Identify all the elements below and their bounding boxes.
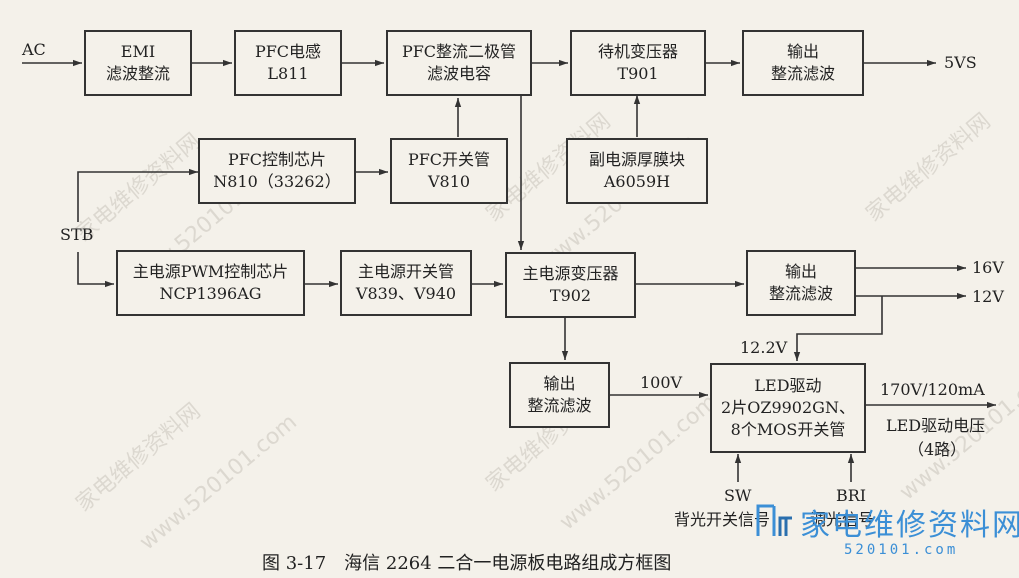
label-sw: SW [724,486,752,505]
block-pfc-rectifier-line2: 滤波电容 [426,64,491,83]
block-pfc-control-chip-line2: N810（33262） [213,172,341,191]
logo-url: 520101.com [844,542,959,558]
block-output-rectifier-top-line1: 输出 [786,42,819,61]
line-stb-pfcchip [77,168,198,222]
block-pfc-control-chip: PFC控制芯片 N810（33262） [198,138,356,204]
block-main-switch: 主电源开关管 V839、V940 [340,250,472,316]
label-sw-description: 背光开关信号 [674,510,771,529]
label-5vs-output: 5VS [944,53,977,72]
block-output-rectifier-mid: 输出 整流滤波 [746,250,856,316]
block-pfc-switch-line1: PFC开关管 [407,150,491,169]
logo-text: 家电维修资料网 [800,508,1019,543]
label-170v-120ma: 170V/120mA [880,380,985,399]
block-pfc-rectifier-line1: PFC整流二极管 [401,42,517,61]
block-output-rectifier-mid-line1: 输出 [784,262,817,281]
site-logo: 家电维修资料网 520101.com [752,498,1019,570]
block-output-rectifier-top: 输出 整流滤波 [742,30,864,96]
block-aux-power-module: 副电源厚膜块 A6059H [566,138,708,204]
block-pfc-inductor: PFC电感 L811 [234,30,342,96]
figure-caption: 图 3-17 海信 2264 二合一电源板电路组成方框图 [262,553,672,574]
block-pfc-inductor-line2: L811 [267,64,309,83]
block-led-driver-line1: LED驱动 [754,376,822,395]
label-12v-output: 12V [972,287,1004,306]
block-standby-transformer-line1: 待机变压器 [597,42,678,61]
block-main-transformer: 主电源变压器 T902 [505,252,636,318]
block-emi-filter: EMI 滤波整流 [84,30,192,96]
block-led-driver-line3: 8个MOS开关管 [730,420,846,439]
label-bri: BRI [836,486,867,505]
block-main-transformer-line1: 主电源变压器 [522,264,619,283]
block-main-transformer-line2: T902 [549,286,592,305]
label-stb: STB [60,225,94,244]
block-output-rectifier-mid-line2: 整流滤波 [768,284,833,303]
block-standby-transformer-line2: T901 [617,64,659,83]
block-aux-power-module-line2: A6059H [603,172,671,191]
block-main-pwm-chip-line1: 主电源PWM控制芯片 [132,262,289,281]
block-led-driver: LED驱动 2片OZ9902GN、 8个MOS开关管 [710,363,866,453]
label-ac-input: AC [22,40,46,59]
block-led-driver-line2: 2片OZ9902GN、 [721,398,855,417]
block-output-rectifier-bottom-line2: 整流滤波 [527,396,592,415]
label-12-2v: 12.2V [740,338,788,357]
block-main-pwm-chip: 主电源PWM控制芯片 NCP1396AG [116,250,305,316]
block-emi-filter-line2: 滤波整流 [105,64,170,83]
block-main-switch-line1: 主电源开关管 [357,262,454,281]
block-output-rectifier-top-line2: 整流滤波 [770,64,835,83]
block-pfc-inductor-line1: PFC电感 [254,42,322,61]
block-main-switch-line2: V839、V940 [355,284,457,303]
label-led-output-line2: （4路） [908,440,967,459]
line-stb-mainchip [77,252,114,288]
block-pfc-switch: PFC开关管 V810 [390,138,508,204]
block-standby-transformer: 待机变压器 T901 [570,30,706,96]
label-100v: 100V [640,373,683,392]
block-output-rectifier-bottom: 输出 整流滤波 [509,362,610,428]
block-output-rectifier-bottom-line1: 输出 [543,374,576,393]
label-bri-description: 调光信号 [810,510,875,529]
block-aux-power-module-line1: 副电源厚膜块 [588,150,685,169]
block-emi-filter-line1: EMI [120,42,156,61]
label-led-output-line1: LED驱动电压 [886,416,986,435]
label-16v-output: 16V [972,258,1004,277]
block-pfc-switch-line2: V810 [427,172,471,191]
line-12v-led [793,296,883,361]
block-pfc-rectifier: PFC整流二极管 滤波电容 [386,30,532,96]
logo-mark-icon [756,504,792,536]
block-main-pwm-chip-line2: NCP1396AG [159,284,262,303]
block-pfc-control-chip-line1: PFC控制芯片 [227,150,327,169]
